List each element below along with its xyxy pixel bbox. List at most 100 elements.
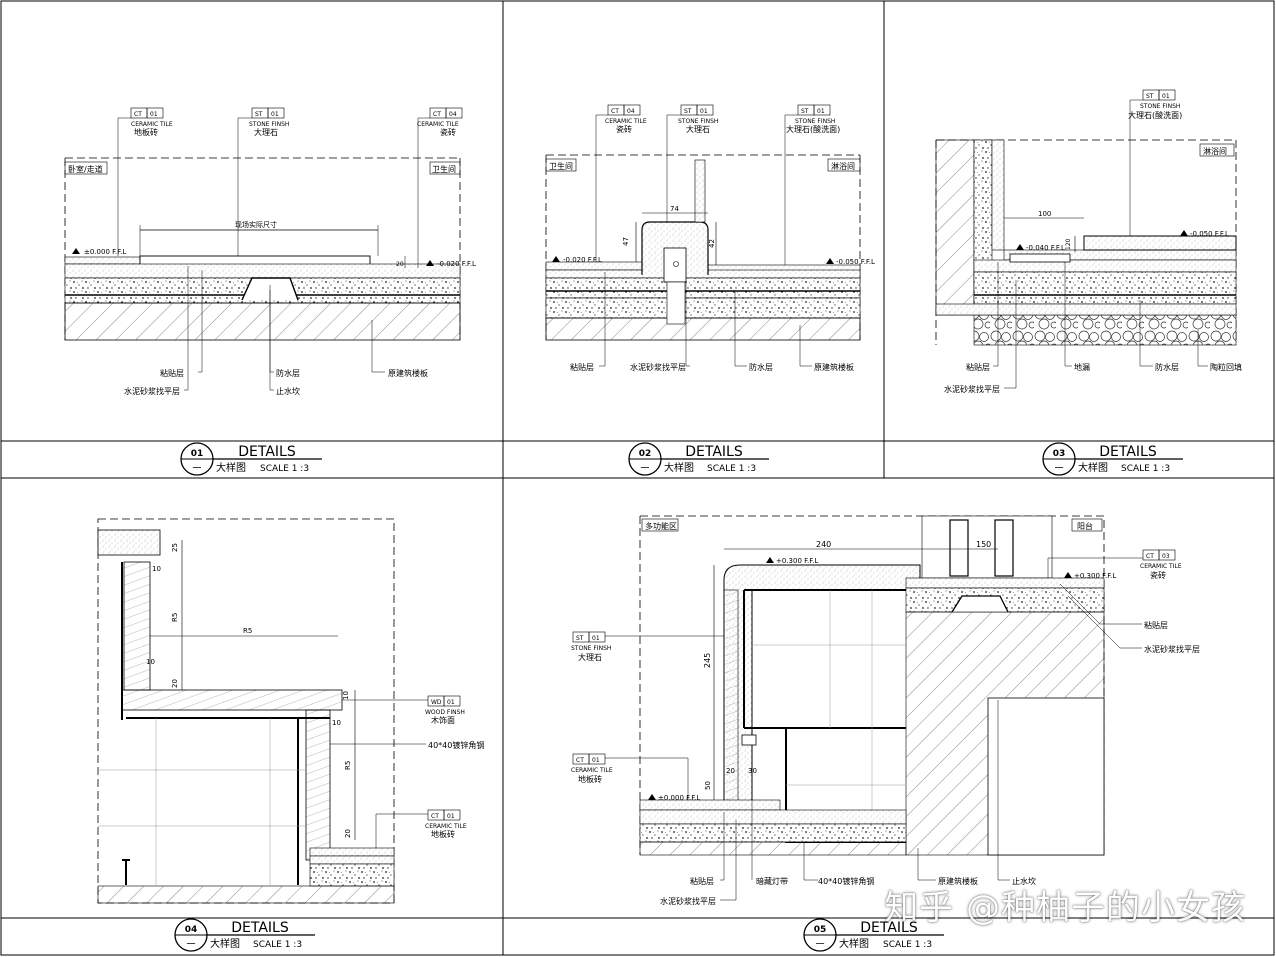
title-cn: 大样图 — [839, 937, 869, 950]
title-cn: 大样图 — [210, 937, 240, 950]
title-text: DETAILS — [231, 920, 289, 936]
callout-label: 止水坎 — [276, 386, 300, 396]
material-tag: ST 01 STONE FINSH 大理石 — [237, 107, 289, 256]
svg-text:大理石: 大理石 — [254, 127, 278, 137]
level-top: +0.300 F.F.L — [776, 557, 818, 565]
svg-text:ST: ST — [801, 108, 809, 115]
material-tag: CT 01 CERAMIC TILE 地板砖 — [117, 107, 173, 256]
svg-text:03: 03 — [1162, 553, 1170, 560]
callout-label: 原建筑楼板 — [938, 876, 978, 886]
callout-label: 水泥砂浆找平层 — [124, 386, 180, 396]
dim-label: 现场实际尺寸 — [235, 220, 277, 229]
dim: 50 — [704, 781, 712, 790]
dim-side: 20 — [396, 261, 404, 268]
steel-label: 40*40镀锌角钢 — [428, 740, 484, 750]
callout-label: 水泥砂浆找平层 — [1144, 644, 1200, 654]
title-block-03: 03 一 DETAILS 大样图 SCALE 1 :3 — [1042, 442, 1183, 476]
svg-text:STONE FINSH: STONE FINSH — [249, 121, 289, 128]
svg-text:CT: CT — [1146, 553, 1154, 560]
title-sub: 一 — [1054, 464, 1063, 474]
dim: 10 — [152, 565, 161, 573]
detail-04: 25 10 R5 10 20 R5 10 R5 10 20 WD 01 WOOD… — [97, 518, 484, 904]
svg-text:CERAMIC TILE: CERAMIC TILE — [425, 823, 467, 830]
svg-text:CT: CT — [576, 757, 584, 764]
dim: 120 — [1065, 238, 1072, 250]
svg-text:地板砖: 地板砖 — [134, 127, 158, 137]
svg-text:01: 01 — [1162, 93, 1170, 100]
callout-label: 地漏 — [1074, 362, 1090, 372]
level-right: -0.020 F.F.L — [437, 260, 476, 268]
callout-label: 防水层 — [276, 368, 300, 378]
svg-text:CT: CT — [433, 111, 441, 118]
level-left: ±0.000 F.F.L — [84, 248, 126, 256]
callout-label: 原建筑楼板 — [814, 362, 854, 372]
level-right: -0.050 F.F.L — [1190, 230, 1229, 238]
callout-label: 粘贴层 — [1144, 620, 1168, 630]
svg-text:木饰面: 木饰面 — [431, 715, 455, 725]
svg-text:STONE FINSH: STONE FINSH — [795, 118, 835, 125]
material-tag: CT 03 CERAMIC TILE 瓷砖 — [1047, 549, 1182, 580]
level-left: -0.040 F.F.L — [1026, 244, 1065, 252]
callout-label: 原建筑楼板 — [388, 368, 428, 378]
svg-text:CERAMIC TILE: CERAMIC TILE — [417, 121, 459, 128]
svg-text:大理石(酸洗面): 大理石(酸洗面) — [1128, 110, 1182, 120]
title-num: 03 — [1053, 449, 1066, 459]
dim: 47 — [622, 237, 630, 246]
material-tag: ST 01 STONE FINSH 大理石 — [666, 104, 718, 222]
room-label: 淋浴间 — [1203, 146, 1227, 156]
room-label-left: 卧室/走道 — [68, 164, 103, 174]
dim: 20 — [726, 767, 735, 775]
svg-text:CT: CT — [134, 111, 142, 118]
svg-text:STONE FINSH: STONE FINSH — [678, 118, 718, 125]
svg-text:瓷砖: 瓷砖 — [1150, 570, 1166, 580]
title-cn: 大样图 — [664, 461, 694, 474]
detail-05: 多功能区 阳台 240 150 — [571, 515, 1200, 906]
title-sub: 一 — [815, 940, 824, 950]
material-tag: CT 04 CERAMIC TILE 瓷砖 — [595, 104, 647, 262]
dim: 240 — [816, 540, 831, 549]
callout-label: 防水层 — [1155, 362, 1179, 372]
level-right: +0.300 F.F.L — [1074, 572, 1116, 580]
dim: 74 — [670, 205, 679, 213]
callout-label: 陶粒回填 — [1210, 362, 1242, 372]
callout-label: 水泥砂浆找平层 — [660, 896, 716, 906]
callout-label: 暗藏灯带 — [756, 876, 788, 886]
material-tag: ST 01 STONE FINSH 大理石 — [571, 631, 724, 662]
callout-label: 粘贴层 — [966, 362, 990, 372]
dim: R5 — [171, 613, 179, 622]
title-text: DETAILS — [860, 920, 918, 936]
dim: 20 — [344, 829, 352, 838]
title-block-04: 04 一 DETAILS 大样图 SCALE 1 :3 — [174, 918, 315, 952]
svg-text:01: 01 — [271, 111, 279, 118]
svg-text:WOOD FINSH: WOOD FINSH — [425, 709, 465, 716]
callout-label: 水泥砂浆找平层 — [630, 362, 686, 372]
callout-label: 水泥砂浆找平层 — [944, 384, 1000, 394]
title-num: 04 — [185, 925, 198, 935]
title-num: 02 — [639, 449, 652, 459]
svg-text:CERAMIC TILE: CERAMIC TILE — [571, 767, 613, 774]
callout-label: 防水层 — [749, 362, 773, 372]
title-scale: SCALE 1 :3 — [707, 464, 756, 474]
title-cn: 大样图 — [216, 461, 246, 474]
svg-text:地板砖: 地板砖 — [578, 774, 602, 784]
svg-text:WD: WD — [431, 699, 442, 706]
svg-text:大理石: 大理石 — [686, 124, 710, 134]
title-text: DETAILS — [1099, 444, 1157, 460]
title-block-02: 02 一 DETAILS 大样图 SCALE 1 :3 — [628, 442, 769, 476]
title-scale: SCALE 1 :3 — [253, 940, 302, 950]
dim: 10 — [332, 719, 341, 727]
title-num: 05 — [814, 925, 827, 935]
svg-text:大理石: 大理石 — [578, 652, 602, 662]
room-label-right: 淋浴间 — [831, 161, 855, 171]
svg-text:01: 01 — [817, 108, 825, 115]
svg-text:瓷砖: 瓷砖 — [440, 127, 456, 137]
dim: 30 — [748, 767, 757, 775]
dim: 20 — [171, 679, 179, 688]
svg-text:地板砖: 地板砖 — [431, 829, 455, 839]
svg-text:04: 04 — [627, 108, 635, 115]
svg-text:ST: ST — [255, 111, 263, 118]
dim: 25 — [171, 543, 179, 552]
material-tag: ST 01 STONE FINSH 大理石(酸洗面) — [1128, 89, 1182, 236]
callout-label: 40*40镀锌角钢 — [818, 876, 874, 886]
